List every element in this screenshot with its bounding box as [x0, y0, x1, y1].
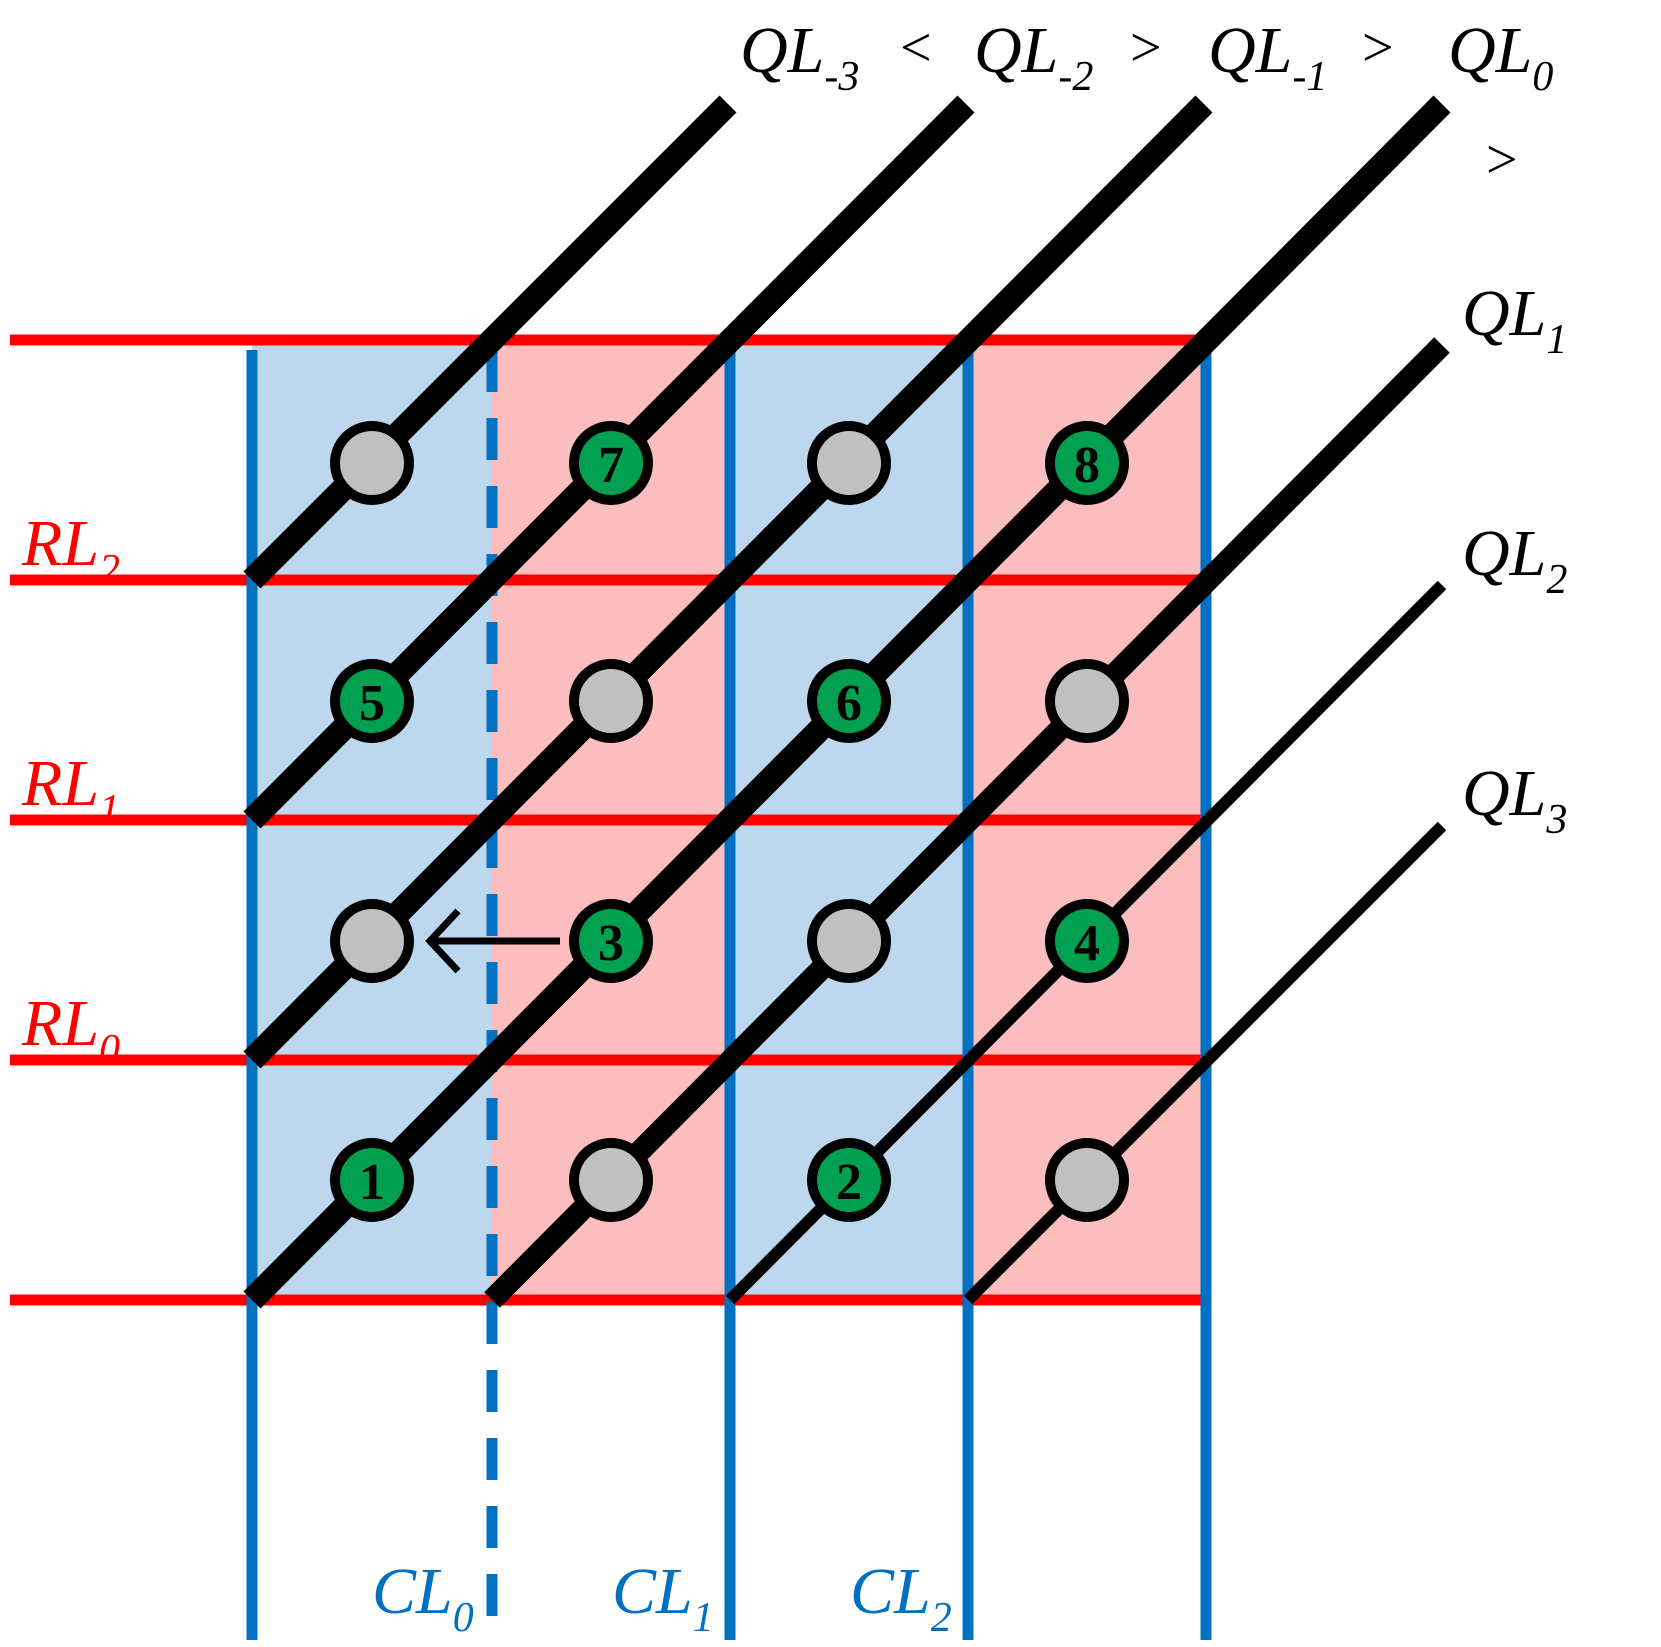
row-label: RL1 [21, 747, 120, 833]
numbered-node [330, 659, 414, 743]
node-number: 1 [359, 1154, 385, 1211]
node-number: 2 [836, 1154, 862, 1211]
diagonal-line [243, 95, 1213, 1069]
numbered-node [569, 899, 653, 983]
node-number: 7 [598, 437, 624, 494]
column-label: CL2 [850, 1555, 952, 1641]
diagonal-label: QL1 [1462, 277, 1567, 363]
empty-node [807, 421, 891, 505]
arrow-head [425, 908, 461, 974]
grid-nodes: 1 2 3 4 5 6 7 8 [330, 421, 1129, 1222]
numbered-node [807, 1138, 891, 1222]
diagonal-label: QL3 [1462, 757, 1567, 843]
empty-node [330, 899, 414, 983]
diagonal-line [243, 95, 737, 589]
numbered-node [330, 1138, 414, 1222]
diagonal-label: QL-1 [1208, 14, 1327, 100]
numbered-node [807, 659, 891, 743]
comparison-symbol: > [1130, 17, 1162, 79]
row-label: RL0 [21, 987, 120, 1073]
move-arrow [425, 908, 560, 974]
diagonal-label: QL0 [1448, 14, 1553, 100]
row-lines [10, 334, 1206, 1306]
diagonal-label: QL2 [1462, 517, 1567, 603]
empty-node [569, 659, 653, 743]
row-label: RL2 [21, 507, 120, 593]
empty-node [1045, 659, 1129, 743]
node-number: 6 [836, 675, 862, 732]
comparison-symbol: > [1362, 17, 1394, 79]
numbered-node [569, 421, 653, 505]
numbered-node [1045, 899, 1129, 983]
empty-node [569, 1138, 653, 1222]
node-number: 8 [1074, 437, 1100, 494]
comparison-symbol: < [900, 17, 932, 79]
diagonal-label: QL-2 [974, 14, 1093, 100]
numbered-node [1045, 421, 1129, 505]
comparison-symbol: > [1486, 129, 1518, 191]
column-label: CL1 [612, 1555, 714, 1641]
empty-node [807, 899, 891, 983]
empty-node [330, 421, 414, 505]
diagonal-line [484, 337, 1450, 1308]
diagonal-line [963, 821, 1447, 1305]
node-number: 5 [359, 675, 385, 732]
node-number: 3 [598, 915, 624, 972]
diagonal-label: QL-3 [740, 14, 859, 100]
column-label: CL0 [372, 1555, 474, 1641]
empty-node [1045, 1138, 1129, 1222]
node-number: 4 [1074, 915, 1100, 972]
